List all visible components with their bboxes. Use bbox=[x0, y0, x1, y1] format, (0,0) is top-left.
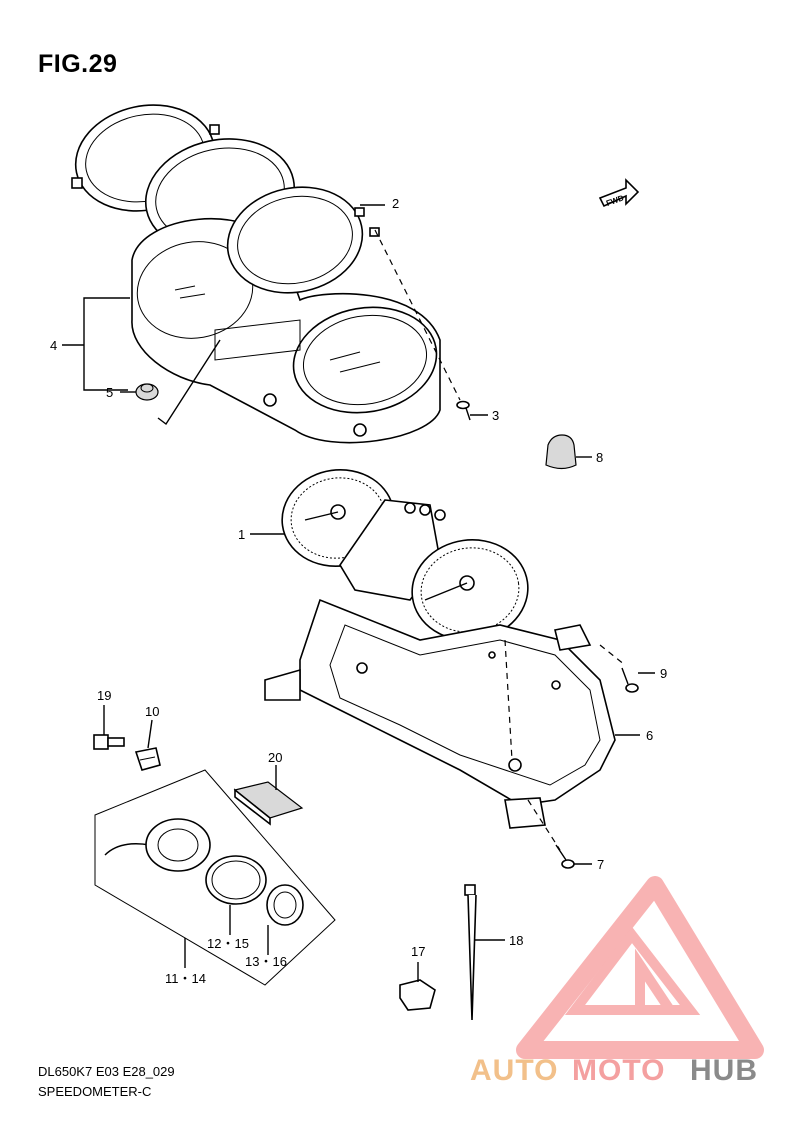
callout-2: 2 bbox=[392, 196, 399, 211]
lens-ring bbox=[226, 186, 380, 294]
callout-17: 17 bbox=[411, 944, 425, 959]
bolt-part19 bbox=[93, 734, 125, 750]
callout-13-16: 13・16 bbox=[245, 954, 287, 969]
cap bbox=[545, 434, 577, 470]
callout-labels: 2 4 5 3 8 1 9 6 7 19 10 20 12・15 13・16 1… bbox=[50, 196, 667, 986]
callout-19: 19 bbox=[97, 688, 111, 703]
callout-20: 20 bbox=[268, 750, 282, 765]
bulb-kit-outline bbox=[94, 769, 336, 986]
callout-9: 9 bbox=[660, 666, 667, 681]
watermark-logo bbox=[516, 876, 764, 1059]
callout-10: 10 bbox=[145, 704, 159, 719]
callout-8: 8 bbox=[596, 450, 603, 465]
callout-12-15: 12・15 bbox=[207, 936, 249, 951]
gauge-panel bbox=[281, 469, 529, 641]
clip-part10 bbox=[134, 747, 161, 771]
meter-case-lower bbox=[264, 598, 616, 829]
screw-part9 bbox=[621, 667, 639, 693]
callout-18: 18 bbox=[509, 933, 523, 948]
callout-6: 6 bbox=[646, 728, 653, 743]
diagram-name: SPEEDOMETER-C bbox=[38, 1084, 152, 1099]
callout-4: 4 bbox=[50, 338, 57, 353]
forward-direction-icon: FWD bbox=[598, 178, 640, 208]
pad-part20 bbox=[233, 781, 304, 826]
grommet bbox=[135, 383, 159, 401]
leader-lines bbox=[62, 204, 655, 982]
watermark-auto: AUTO bbox=[470, 1054, 558, 1087]
watermark-moto: MOTO bbox=[572, 1054, 665, 1087]
callout-11-14: 11・14 bbox=[165, 971, 206, 986]
callout-1: 1 bbox=[238, 527, 245, 542]
clamp-part17 bbox=[399, 979, 436, 1011]
callout-3: 3 bbox=[492, 408, 499, 423]
callout-7: 7 bbox=[597, 857, 604, 872]
meter-case-upper bbox=[131, 218, 441, 444]
diagram-code: DL650K7 E03 E28_029 bbox=[38, 1064, 175, 1079]
figure-title: FIG.29 bbox=[38, 50, 118, 78]
watermark-hub: HUB bbox=[690, 1054, 758, 1087]
watermark-text: AUTO MOTO HUB bbox=[470, 1054, 758, 1087]
screw-part3 bbox=[456, 400, 471, 421]
callout-5: 5 bbox=[106, 385, 113, 400]
cable-tie-part18 bbox=[464, 884, 477, 1021]
